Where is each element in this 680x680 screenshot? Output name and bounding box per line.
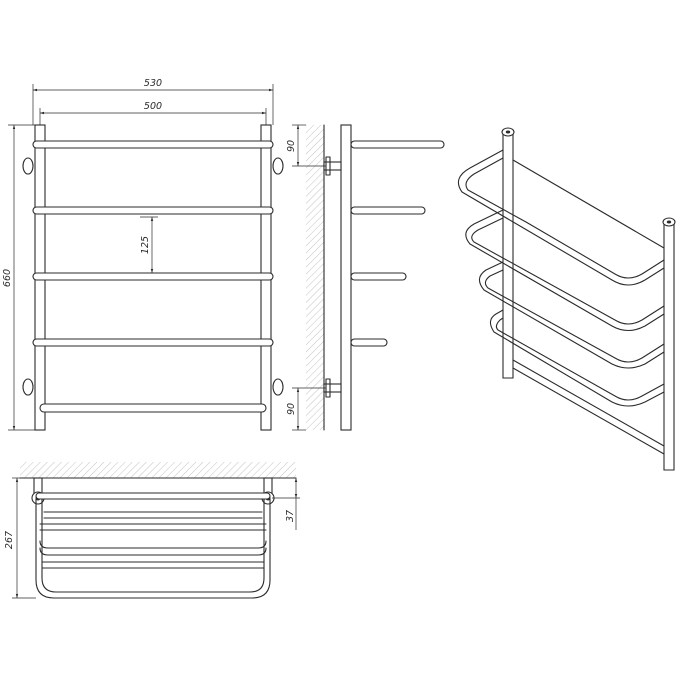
iso-left-post (502, 131, 514, 379)
dim-depth-label: 267 (4, 531, 15, 549)
dim-rung-spacing: 125 (140, 216, 158, 274)
isometric-view (457, 127, 676, 471)
front-rungs (32, 140, 274, 413)
top-mount-brackets (31, 477, 275, 505)
side-mount-brackets (323, 156, 342, 398)
top-rungs (35, 492, 271, 599)
side-wall-hatch (306, 125, 324, 430)
front-rung-bottom (39, 403, 267, 413)
dim-inner-width: 500 (39, 101, 267, 125)
dim-height-label: 660 (2, 269, 13, 287)
dim-top-mount: 90 (286, 124, 326, 167)
iso-rung (465, 209, 665, 332)
top-rung-outer-inner (41, 498, 265, 593)
top-rung-back (35, 492, 271, 500)
top-rung (43, 511, 263, 519)
dim-top-mount-label: 90 (286, 140, 297, 152)
iso-rung (478, 261, 665, 369)
dim-bottom-mount-label: 90 (286, 403, 297, 415)
side-rung (350, 338, 388, 347)
dim-depth: 267 (4, 477, 36, 599)
side-rung (350, 140, 445, 149)
side-rungs (350, 140, 445, 347)
iso-rung-bottom (512, 359, 665, 455)
iso-rung (489, 309, 665, 407)
top-rung (39, 547, 267, 556)
dim-overall-width-label: 530 (144, 78, 162, 89)
dim-height: 660 (2, 124, 35, 431)
iso-right-post (663, 221, 675, 471)
top-rung-outer (35, 498, 271, 599)
dim-bottom-mount: 90 (286, 387, 326, 431)
front-rung (32, 140, 274, 149)
dim-overall-width: 530 (32, 78, 274, 125)
top-rung (41, 561, 265, 569)
side-post (340, 124, 352, 431)
front-rung (32, 206, 274, 215)
front-view: 530 500 660 125 (2, 78, 284, 431)
dim-rung-spacing-label: 125 (140, 236, 151, 254)
iso-rung (457, 149, 665, 286)
top-wall-hatch (20, 462, 296, 478)
dim-wall-gap-label: 37 (285, 510, 296, 522)
front-rung (32, 338, 274, 347)
side-view: 90 90 (286, 124, 445, 431)
side-rung (350, 272, 407, 281)
dim-inner-width-label: 500 (144, 101, 162, 112)
top-view: 267 37 (4, 462, 300, 599)
top-rung (39, 523, 267, 531)
side-rung (350, 206, 426, 215)
top-rung (39, 540, 267, 549)
front-mount-brackets (22, 157, 284, 396)
dim-wall-gap: 37 (272, 478, 300, 530)
front-rung (32, 272, 274, 281)
